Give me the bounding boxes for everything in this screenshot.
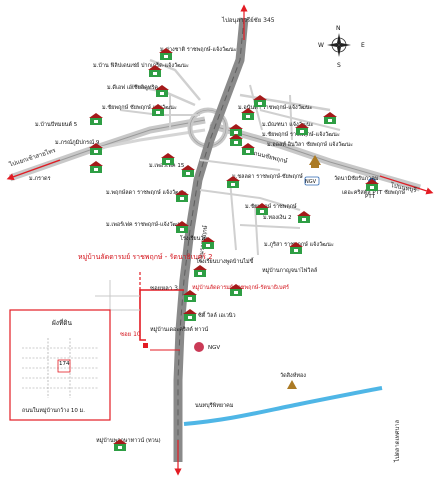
house-icon xyxy=(89,113,103,125)
house-icon xyxy=(193,265,207,277)
place-label: ม.ต่างชาติ ราชพฤกษ์-แจ้งวัฒนะ xyxy=(160,47,237,53)
place-label: ม.เพอร์เฟค 15 xyxy=(149,163,185,169)
house-icon xyxy=(255,203,269,215)
place-label: วัดนามิชัยรับภาคม xyxy=(334,176,379,182)
road-label-north: ไปอนุสาวรีย์ชัย 345 xyxy=(222,17,275,24)
house-icon xyxy=(175,221,189,233)
place-label: โรงเรียนบางพูดบ้านไม่ขี้ xyxy=(196,259,254,265)
house-icon xyxy=(89,143,103,155)
house-icon xyxy=(241,143,255,155)
place-label: วัดสิงห์ทอง xyxy=(280,373,306,379)
place-label: นนทบุรีพิทยาคม xyxy=(195,403,234,409)
house-icon xyxy=(183,290,197,302)
house-icon xyxy=(113,439,127,451)
place-label: ม.ออลท์ อินวิลา ชัยพฤกษ์ แจ้งวัฒนะ xyxy=(267,142,353,148)
place-label: ม.ดีเอฟ เอเชียลิคูทริค xyxy=(107,85,159,91)
canal xyxy=(183,386,383,426)
place-label: หมู่บ้านเดอะคริสต์ ทาวน์ xyxy=(150,327,209,333)
house-icon xyxy=(155,85,169,97)
west-road-2 xyxy=(89,128,206,152)
place-label: ม.มัณฑนา แจ้งวัฒนะ xyxy=(262,122,314,128)
house-icon xyxy=(323,112,337,124)
house-icon xyxy=(365,179,379,191)
house-icon xyxy=(161,153,175,165)
compass-s: S xyxy=(337,62,341,69)
road-label-soi: ซอยหลา 3 xyxy=(150,285,178,292)
inset-plot-number: 174 xyxy=(59,361,70,367)
ngv-label-south: NGV xyxy=(208,345,221,351)
house-icon xyxy=(181,165,195,177)
house-icon xyxy=(241,108,255,120)
temple-icon xyxy=(309,155,321,168)
compass-n: N xyxy=(336,25,341,32)
red-route xyxy=(139,289,184,341)
place-label: ม.เพอร์เฟค ราชพฤกษ์-แจ้งวัฒนะ xyxy=(106,222,185,228)
place-label: ม.ชัยพฤกษ์ ราชพฤกษ์ xyxy=(245,204,297,210)
ngv-badge-east xyxy=(304,176,320,186)
house-icon xyxy=(175,190,189,202)
house-icon xyxy=(229,124,243,136)
inset-title: ผังที่ดิน xyxy=(52,319,72,327)
house-icon xyxy=(159,48,173,60)
road-label-soi-red: ซอย 10 xyxy=(120,331,141,338)
inset-note: ถนนในหมู่บ้านกว้าง 10 ม. xyxy=(22,408,85,414)
house-icon xyxy=(183,309,197,321)
compass-e: E xyxy=(361,42,365,49)
place-label: เดอะคริสตัล PTT ชัยพฤกษ์ xyxy=(342,190,405,196)
place-label: ม.บ้าน ฟิลิปเดนเซ่ย์ ปากเกร็ด-แจ้งวัฒนะ xyxy=(93,63,189,69)
place-label: ม.พฤกษ์ลดา ราชพฤกษ์ แจ้งวัฒนะ xyxy=(106,190,187,196)
house-icon xyxy=(289,242,303,254)
ptt-label: PTT xyxy=(365,194,375,200)
house-icon xyxy=(148,65,162,77)
place-label: ม.ทองเงิน 2 xyxy=(263,215,292,221)
place-label: ม.ชัยพฤกษ์ ชัยพฤกษ์ แจ้งวัฒนะ xyxy=(102,105,177,111)
place-label: หมู่บ้านพฤกษาทาวน์ (ทวน) xyxy=(96,438,161,444)
inset-frame xyxy=(9,309,111,421)
house-icon xyxy=(89,161,103,173)
compass-rose xyxy=(327,33,351,57)
map-title: หมู่บ้านลัดดารมย์ ราชพฤกษ์ - รัตนาธิเบศร… xyxy=(78,253,213,261)
house-icon xyxy=(226,176,240,188)
place-label: ม.บ้านปัทมยนต์ 5 xyxy=(35,122,78,128)
place-label: ม.ชลลดา ราชพฤกษ์-ชัยพฤกษ์ xyxy=(232,174,303,180)
house-icon xyxy=(229,134,243,146)
ngv-label-east: NGV xyxy=(305,179,317,185)
place-label: โรงเรียนวัด xyxy=(180,236,208,242)
temple-icon-south xyxy=(287,380,297,389)
house-icon xyxy=(229,284,243,296)
house-icon xyxy=(295,123,309,135)
place-label: ซิตี้ วิลล์ เอเวนิว xyxy=(198,313,236,319)
house-icon xyxy=(151,104,165,116)
compass-w: W xyxy=(318,42,324,49)
house-icon xyxy=(297,211,311,223)
place-label: ม.อนันดา ราชพฤกษ์-แจ้งวัฒนะ xyxy=(238,105,313,111)
place-label: หมู่บ้านกาญจนาไฟวิลล์ xyxy=(262,268,318,274)
house-icon xyxy=(253,95,267,107)
place-label: ม.ภรณ์ภูมิปกรณ์ 9 xyxy=(55,140,100,146)
house-icon xyxy=(201,237,215,249)
place-label: ม.ภราดร xyxy=(29,176,51,182)
project-marker xyxy=(143,343,148,348)
ngv-badge-south xyxy=(194,342,204,352)
